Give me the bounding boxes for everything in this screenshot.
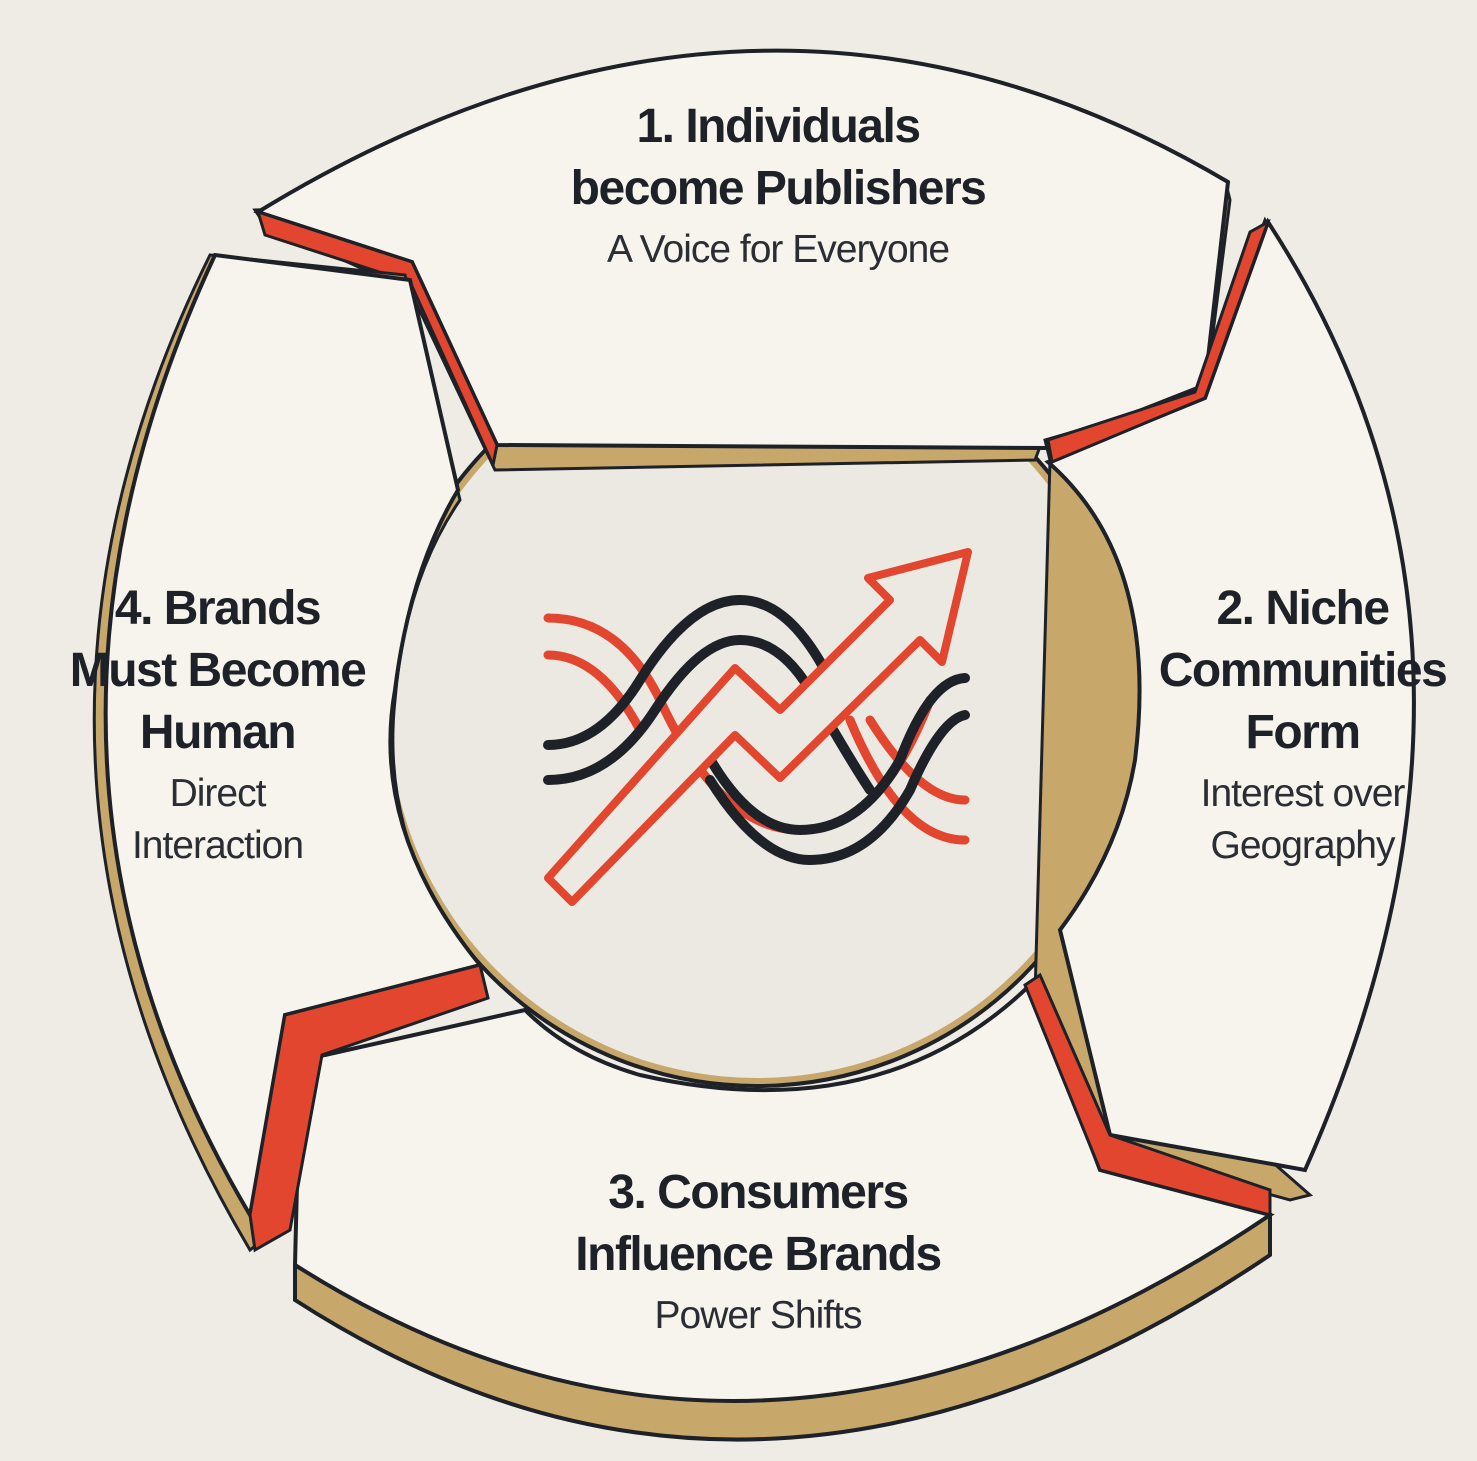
step-3-label: 3. Consumers Influence Brands Power Shif…: [458, 1162, 1058, 1342]
segment-1: [252, 48, 1232, 472]
step-1-title: 1. Individuals become Publishers: [570, 100, 987, 215]
step-4-subtitle: Direct Interaction: [131, 772, 304, 867]
step-3-subtitle: Power Shifts: [654, 1294, 863, 1337]
segment-2: [1033, 216, 1416, 1202]
intertwined-waves-trend-arrow-icon: [543, 548, 972, 906]
step-2-subtitle: Interest over Geography: [1200, 772, 1406, 867]
step-4-title: 4. Brands Must Become Human: [69, 582, 367, 759]
step-4-label: 4. Brands Must Become Human Direct Inter…: [30, 578, 405, 872]
segment-3: [292, 972, 1275, 1442]
step-1-label: 1. Individuals become Publishers A Voice…: [478, 96, 1078, 276]
segment-4: [92, 252, 490, 1253]
step-2-label: 2. Niche Communities Form Interest over …: [1130, 578, 1475, 872]
step-2-title: 2. Niche Communities Form: [1158, 582, 1448, 759]
step-1-subtitle: A Voice for Everyone: [606, 228, 950, 271]
step-3-title: 3. Consumers Influence Brands: [575, 1166, 942, 1281]
